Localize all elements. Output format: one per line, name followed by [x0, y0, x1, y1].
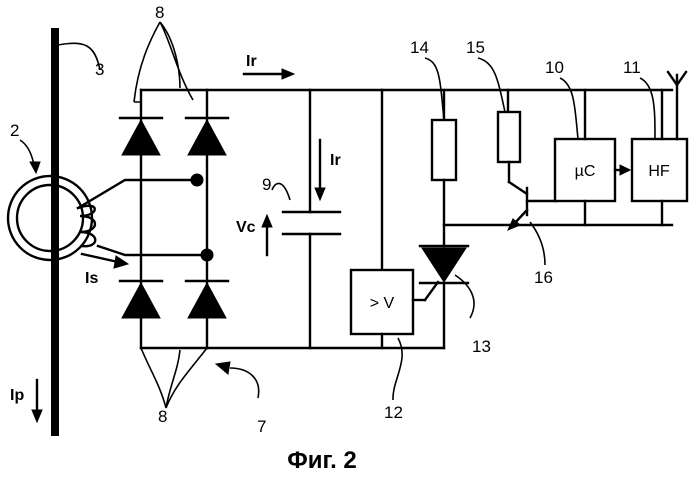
ref-8-top: 8 [155, 3, 164, 22]
antenna-icon [668, 72, 686, 139]
current-arrows [20, 69, 325, 422]
ref-13: 13 [472, 337, 491, 356]
ref-11: 11 [623, 58, 641, 77]
ref-10: 10 [545, 58, 564, 77]
ref-9: 9 [262, 175, 271, 194]
leader-lines [58, 22, 655, 408]
label-ip: Ip [10, 387, 24, 404]
bridge-rectifier [120, 90, 228, 348]
thyristor-branch [420, 90, 672, 348]
label-comparator: > V [370, 295, 395, 312]
figure-caption: Фиг. 2 [287, 447, 357, 474]
ref-7: 7 [257, 417, 266, 436]
ref-16: 16 [534, 268, 553, 287]
label-ir-cap: Ir [330, 152, 341, 169]
current-transformer [8, 176, 207, 260]
thyristor-13 [422, 248, 466, 282]
ref-8-bottom: 8 [158, 407, 167, 426]
label-microcontroller: µC [575, 163, 596, 180]
label-is: Is [85, 270, 98, 287]
ref-14: 14 [410, 38, 429, 57]
label-hf: HF [648, 163, 670, 180]
comparator-branch [351, 90, 438, 348]
ref-2: 2 [10, 121, 19, 140]
reference-numbers: 3 2 8 8 7 9 14 15 10 11 12 13 16 [10, 3, 641, 436]
ref-15: 15 [466, 38, 485, 57]
label-vc: Vc [236, 219, 256, 236]
transistor-branch [498, 90, 556, 230]
label-ir-top: Ir [246, 53, 257, 70]
resistor-15 [498, 112, 520, 162]
capacitor [283, 90, 340, 348]
signal-labels: Ir Ir Vc Is Ip [10, 53, 341, 404]
ref-12: 12 [384, 403, 403, 422]
ref-3: 3 [95, 60, 104, 79]
resistor-14 [432, 120, 456, 180]
